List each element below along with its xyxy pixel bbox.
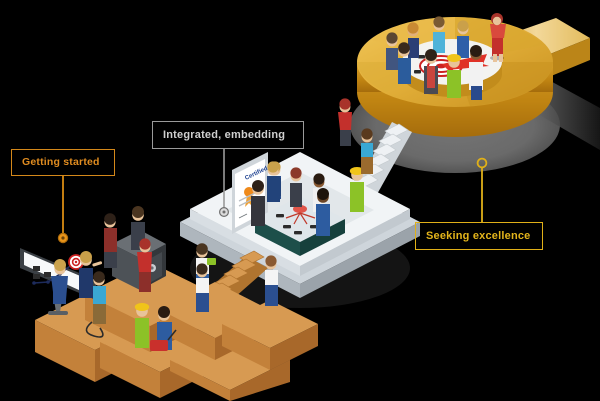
stage-2-white-platform: Certified xyxy=(180,98,420,298)
callout-integrated-embedding-label: Integrated, embedding xyxy=(163,128,286,141)
callout-integrated-embedding[interactable]: Integrated, embedding xyxy=(152,121,304,149)
stage-2-figures xyxy=(251,98,373,236)
stage-1-brown-blocks xyxy=(20,206,318,401)
stage-1-figures xyxy=(51,206,278,351)
connector-seeking-excellence xyxy=(476,157,488,222)
callout-getting-started[interactable]: Getting started xyxy=(11,149,115,176)
brown-block-f xyxy=(222,300,318,370)
callout-getting-started-label: Getting started xyxy=(22,156,100,169)
connector-getting-started xyxy=(57,176,69,244)
tablet-device xyxy=(207,258,216,265)
callout-connectors xyxy=(57,149,488,244)
connector-integrated xyxy=(219,149,230,218)
rolling-suitcase xyxy=(150,340,168,351)
callout-seeking-excellence-label: Seeking excellence xyxy=(426,229,531,242)
stage-3-gold-platform xyxy=(357,13,590,137)
stage-3-figures xyxy=(386,13,506,100)
callout-seeking-excellence[interactable]: Seeking excellence xyxy=(415,222,543,250)
